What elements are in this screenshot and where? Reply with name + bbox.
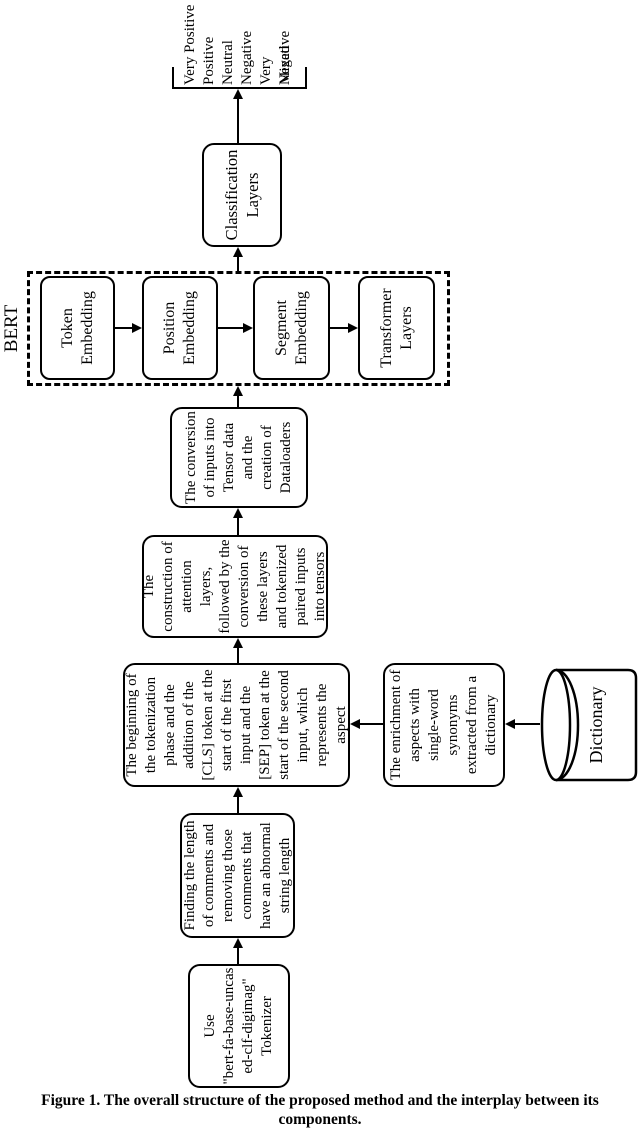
node-attention-tensors-label: The construction of attention layers, fo… bbox=[141, 539, 328, 634]
arrow-bert-to-classification bbox=[237, 256, 239, 271]
output-label-very-positive: Very Positive bbox=[182, 4, 198, 85]
node-enrichment-label: The enrichment of aspects with single-wo… bbox=[388, 669, 499, 781]
output-bracket-tick-top bbox=[172, 67, 174, 89]
output-label-positive: Positive bbox=[201, 36, 217, 85]
node-tokenization-label: The beginning of the tokenization phase … bbox=[123, 669, 349, 781]
dictionary-cylinder: Dictionary bbox=[540, 668, 638, 782]
output-label-neutral: Neutral bbox=[220, 40, 236, 85]
arrow-classification-to-outputs bbox=[237, 98, 239, 143]
dictionary-label: Dictionary bbox=[585, 686, 606, 764]
arrow-tokenizer-to-length bbox=[237, 947, 239, 964]
bert-group-label: BERT bbox=[1, 304, 22, 353]
node-use-tokenizer: Use "bert-fa-base-uncas ed-clf-digimag" … bbox=[188, 964, 290, 1088]
node-length-filter: Finding the length of comments and remov… bbox=[180, 813, 295, 938]
node-length-filter-label: Finding the length of comments and remov… bbox=[181, 820, 293, 931]
node-transformer-layers: Transformer Layers bbox=[358, 276, 435, 380]
arrow-dataloaders-to-bert bbox=[237, 395, 239, 407]
node-dataloaders-label: The conversion of inputs into Tensor dat… bbox=[183, 411, 294, 504]
node-use-tokenizer-label: Use "bert-fa-base-uncas ed-clf-digimag" … bbox=[202, 967, 275, 1085]
arrow-length-to-tokenization bbox=[237, 796, 239, 813]
node-enrichment: The enrichment of aspects with single-wo… bbox=[383, 663, 505, 787]
node-position-embedding: Position Embedding bbox=[142, 276, 218, 380]
arrow-tokenization-to-attention bbox=[237, 647, 239, 663]
output-list: Very Positive Positive Neutral Negative … bbox=[181, 0, 295, 85]
arrow-position-to-segment bbox=[218, 327, 244, 329]
node-segment-embedding-label: Segment Embedding bbox=[272, 291, 310, 365]
arrow-token-to-position bbox=[115, 327, 133, 329]
output-label-negative: Negative bbox=[239, 30, 255, 85]
output-label-very-negative: Very Negative bbox=[258, 30, 293, 85]
figure-caption: Figure 1. The overall structure of the p… bbox=[41, 1092, 599, 1128]
database-cylinder-icon bbox=[540, 668, 638, 782]
node-token-embedding-label: Token Embedding bbox=[58, 291, 96, 365]
node-segment-embedding: Segment Embedding bbox=[253, 276, 330, 380]
node-dataloaders: The conversion of inputs into Tensor dat… bbox=[170, 407, 308, 508]
node-tokenization: The beginning of the tokenization phase … bbox=[123, 663, 350, 787]
node-classification-layers: Classification Layers bbox=[202, 143, 282, 247]
arrow-segment-to-transformer bbox=[330, 327, 349, 329]
node-attention-tensors: The construction of attention layers, fo… bbox=[141, 535, 328, 638]
node-classification-layers-label: Classification Layers bbox=[222, 149, 262, 241]
arrow-attention-to-dataloaders bbox=[237, 517, 239, 535]
node-position-embedding-label: Position Embedding bbox=[161, 291, 198, 365]
output-bracket-tick-bottom bbox=[305, 67, 307, 89]
node-token-embedding: Token Embedding bbox=[40, 276, 115, 380]
node-transformer-layers-label: Transformer Layers bbox=[377, 288, 415, 368]
flowchart-canvas: Use "bert-fa-base-uncas ed-clf-digimag" … bbox=[0, 0, 640, 1092]
arrow-dictionary-to-enrichment bbox=[514, 723, 540, 725]
arrow-enrichment-to-tokenization bbox=[359, 723, 383, 725]
